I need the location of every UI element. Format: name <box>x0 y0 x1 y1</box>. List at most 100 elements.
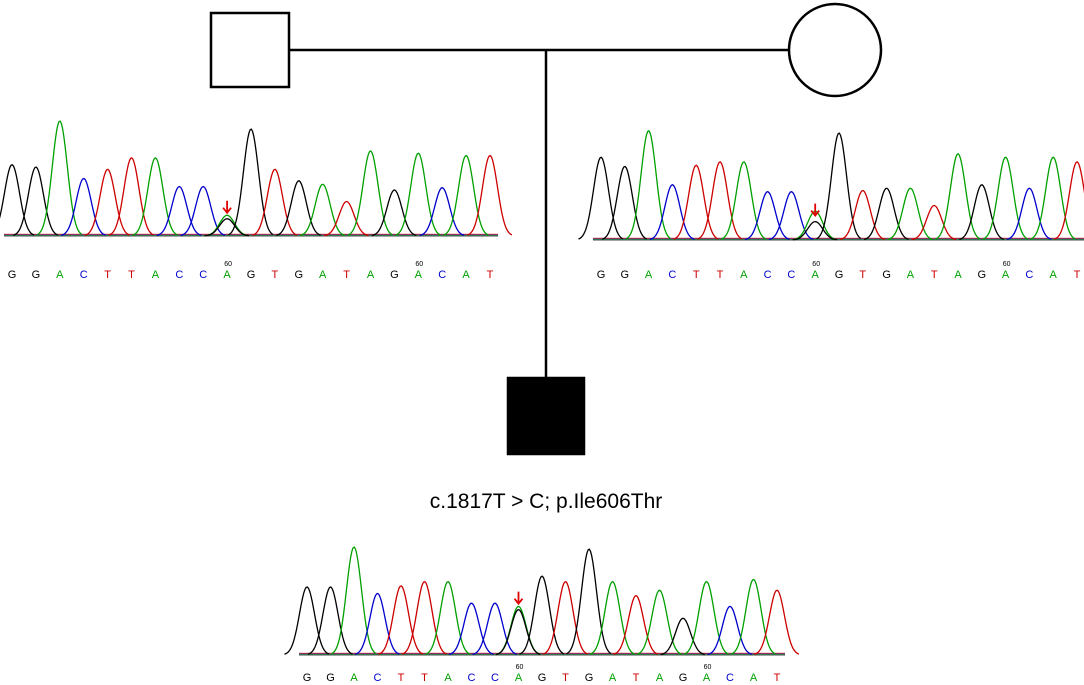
heterozygous-secondary-peak <box>792 220 838 241</box>
chromatogram-peak <box>371 189 417 237</box>
base-call-letter: T <box>633 672 640 684</box>
chromatogram-peak <box>519 575 565 655</box>
base-call-letter: A <box>367 269 375 281</box>
base-call-letter: A <box>656 672 664 684</box>
heterozygous-secondary-peak <box>204 218 250 237</box>
base-call-letter: A <box>462 269 470 281</box>
base-call-letter: T <box>774 672 781 684</box>
base-call-letter: C <box>764 269 772 281</box>
position-label: 60 <box>224 261 232 268</box>
base-call-letter: A <box>319 269 327 281</box>
base-call-letter: G <box>585 672 594 684</box>
chromatogram-peak <box>911 204 957 241</box>
position-label: 60 <box>812 261 820 268</box>
chromatogram-peak <box>744 190 790 241</box>
chromatogram-peak <box>566 548 612 655</box>
chromatogram-peak <box>276 180 321 237</box>
chromatogram-peak <box>589 580 635 655</box>
base-call-letter: C <box>1025 269 1033 281</box>
chromatogram-peak <box>542 580 588 655</box>
base-call-letter: T <box>272 269 279 281</box>
base-call-letter: C <box>175 269 183 281</box>
chromatogram-peak <box>331 546 377 655</box>
base-call-letter: T <box>717 269 724 281</box>
chromatogram-peak <box>982 156 1028 240</box>
chromatogram-peak <box>754 589 800 655</box>
base-call-letter: G <box>295 269 304 281</box>
base-call-letter: T <box>128 269 135 281</box>
chromatogram-peak <box>578 156 624 240</box>
chromatogram-peak <box>354 592 400 655</box>
chromatogram-peak <box>1054 161 1084 240</box>
chromatogram-peak <box>959 184 1004 241</box>
chromatogram-peak <box>816 132 862 240</box>
base-call-letter: A <box>515 672 523 684</box>
chromatogram-peak <box>132 157 178 236</box>
base-call-letter: A <box>223 269 231 281</box>
base-call-letter: A <box>152 269 160 281</box>
base-call-letter: T <box>421 672 428 684</box>
chromatogram-peak <box>625 129 671 240</box>
chromatogram-peak <box>683 580 729 655</box>
base-call-letter: T <box>104 269 111 281</box>
base-call-letter: A <box>56 269 64 281</box>
base-call-letter: A <box>609 672 617 684</box>
position-label: 60 <box>516 664 524 671</box>
chromatogram-peak <box>935 152 981 240</box>
base-call-letter: A <box>1002 269 1010 281</box>
chromatogram-peak <box>887 187 933 241</box>
base-call-letter: T <box>859 269 866 281</box>
position-label: 60 <box>1003 261 1011 268</box>
base-call-letter: C <box>787 269 795 281</box>
base-call-letter: G <box>326 672 335 684</box>
base-call-letter: A <box>740 269 748 281</box>
base-call-letter: T <box>487 269 494 281</box>
base-call-letter: T <box>343 269 350 281</box>
chromatogram-peak <box>1006 187 1052 241</box>
base-call-letter: C <box>668 269 676 281</box>
base-call-letter: G <box>32 269 41 281</box>
base-call-letter: G <box>390 269 399 281</box>
chromatogram-peak <box>602 165 647 240</box>
chromatogram-peak <box>840 189 885 241</box>
base-call-letter: A <box>1050 269 1058 281</box>
base-call-letter: A <box>954 269 962 281</box>
mutation-arrow-icon <box>222 200 232 215</box>
chromatogram-peak <box>673 164 719 240</box>
chromatogram-peak <box>60 177 106 237</box>
base-call-letter: A <box>907 269 915 281</box>
chromatogram-peak <box>660 617 706 656</box>
chromatogram-peak <box>443 154 489 236</box>
proband-affected-male-symbol <box>506 376 586 456</box>
chromatogram-peak <box>36 120 83 236</box>
chromatogram-peak <box>395 152 441 236</box>
base-call-letter: C <box>468 672 476 684</box>
chromatogram-peak <box>378 585 424 655</box>
chromatogram-peak <box>707 605 753 656</box>
position-label: 60 <box>415 261 423 268</box>
father-unaffected-male-symbol <box>209 11 291 89</box>
base-call-letter: C <box>438 269 446 281</box>
position-label: 60 <box>704 664 712 671</box>
base-call-letter: G <box>835 269 844 281</box>
heterozygous-secondary-peak <box>495 608 541 656</box>
chromatogram-peak <box>613 594 659 655</box>
chromatogram-peak <box>228 128 274 236</box>
chromatogram-peak <box>108 157 154 236</box>
chromatogram-peak <box>307 586 353 655</box>
base-call-letter: G <box>247 269 256 281</box>
base-call-letter: T <box>562 672 569 684</box>
chromatogram-peak <box>425 580 471 655</box>
base-call-letter: A <box>444 672 452 684</box>
chromatogram-peak <box>252 168 298 236</box>
chromatogram-peak <box>13 166 59 236</box>
base-call-letter: A <box>750 672 758 684</box>
base-call-letter: C <box>199 269 207 281</box>
chromatogram-peak <box>768 190 814 241</box>
chromatogram-peak <box>649 184 695 241</box>
base-call-letter: G <box>597 269 606 281</box>
chromatogram-peak <box>323 200 369 237</box>
base-call-letter: C <box>726 672 734 684</box>
